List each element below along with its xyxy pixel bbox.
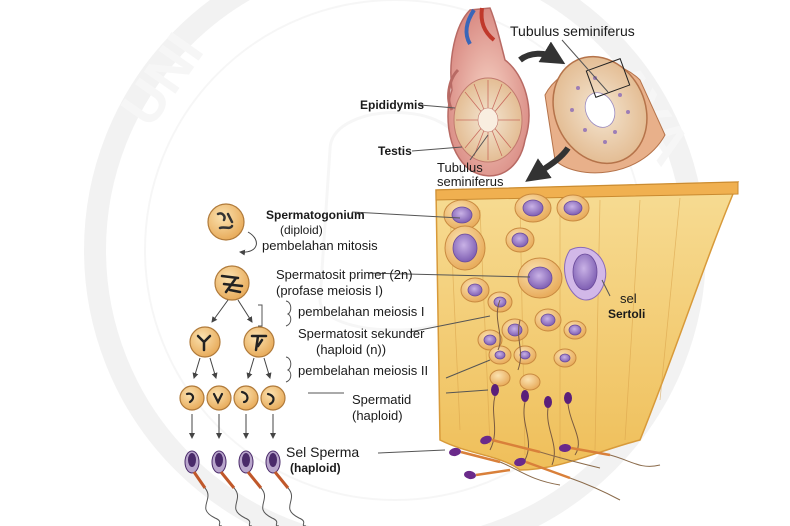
label-spermatogonium: Spermatogonium xyxy=(266,208,365,222)
label-mitosis: pembelahan mitosis xyxy=(262,238,378,253)
spermatogonium-cell xyxy=(208,204,244,240)
label-profase: (profase meiosis I) xyxy=(276,283,383,298)
secondary-spermatocyte-cell-1 xyxy=(190,327,220,357)
label-haploid-n: (haploid (n)) xyxy=(316,342,386,357)
primary-spermatocyte-cell xyxy=(215,266,249,300)
label-epididymis: Epididymis xyxy=(360,98,424,112)
label-haploid: (haploid) xyxy=(352,408,403,423)
label-meiosis-1: pembelahan meiosis I xyxy=(298,304,424,319)
label-meiosis-2: pembelahan meiosis II xyxy=(298,363,428,378)
label-sel-sperma: Sel Sperma xyxy=(286,444,359,460)
secondary-spermatocyte-cell-2 xyxy=(244,327,274,357)
label-tubulus-mid-1: Tubulus xyxy=(437,160,483,175)
label-spermatosit-primer: Spermatosit primer (2n) xyxy=(276,267,413,282)
label-sertoli: Sertoli xyxy=(608,307,645,321)
label-tubulus-mid-2: seminiferus xyxy=(437,174,504,189)
spermatid-cells xyxy=(180,386,285,410)
label-tubulus-top: Tubulus seminiferus xyxy=(510,23,635,39)
label-spermatid: Spermatid xyxy=(352,392,411,407)
label-spermatosit-sekunder: Spermatosit sekunder xyxy=(298,326,425,341)
label-sel: sel xyxy=(620,291,637,306)
label-diploid: (diploid) xyxy=(280,223,323,237)
label-haploid-bold: (haploid) xyxy=(290,461,341,475)
label-testis: Testis xyxy=(378,144,412,158)
